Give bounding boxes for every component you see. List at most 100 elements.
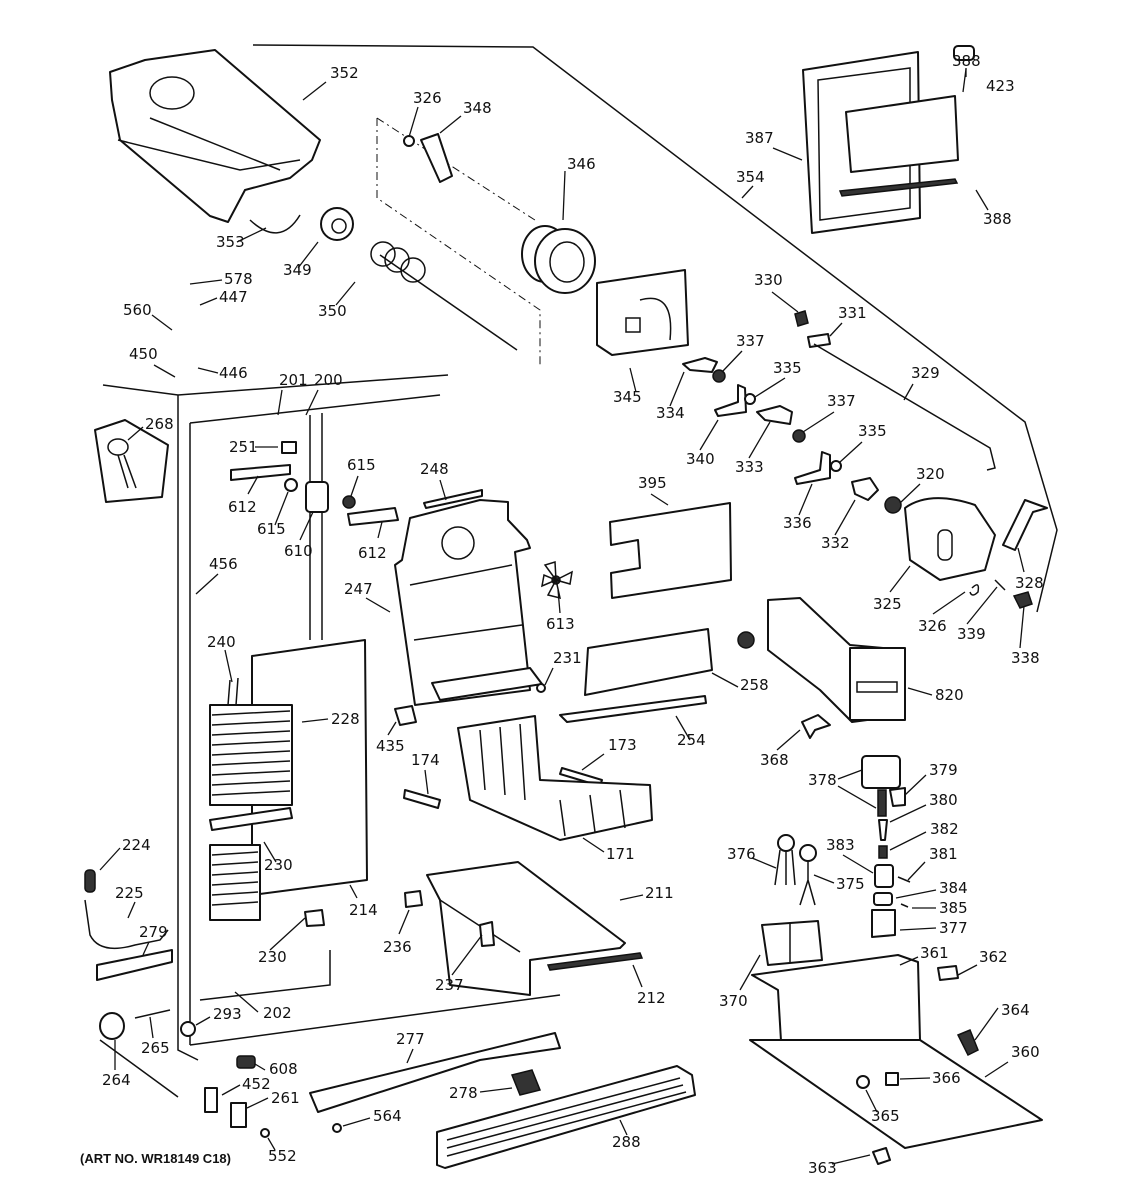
- rail-277[interactable]: [309, 1032, 561, 1113]
- part-label-346[interactable]: 346: [567, 155, 596, 173]
- part-label-237[interactable]: 237: [435, 976, 464, 994]
- part-label-360[interactable]: 360: [1011, 1043, 1040, 1061]
- part-label-615a[interactable]: 615: [257, 520, 286, 538]
- rail-174[interactable]: [403, 789, 441, 809]
- drip-tray[interactable]: [749, 1039, 1043, 1149]
- hinge-293[interactable]: [180, 1021, 196, 1037]
- switch-376[interactable]: [774, 834, 796, 886]
- part-label-820[interactable]: 820: [935, 686, 964, 704]
- part-label-247[interactable]: 247: [344, 580, 373, 598]
- part-label-330[interactable]: 330: [754, 271, 783, 289]
- knob-615b[interactable]: [342, 495, 356, 509]
- bottom-cover-254[interactable]: [559, 695, 707, 723]
- gear-336[interactable]: [794, 451, 831, 485]
- washer[interactable]: [403, 135, 415, 147]
- roller-264[interactable]: [99, 1012, 125, 1040]
- part-label-352[interactable]: 352: [330, 64, 359, 82]
- part-label-354[interactable]: 354: [736, 168, 765, 186]
- ice-maker-assembly[interactable]: [737, 597, 906, 723]
- part-label-612a[interactable]: 612: [228, 498, 257, 516]
- stop-236[interactable]: [404, 890, 423, 908]
- part-label-365[interactable]: 365: [871, 1107, 900, 1125]
- cap-384[interactable]: [873, 892, 893, 906]
- part-label-278[interactable]: 278: [449, 1084, 478, 1102]
- part-label-333[interactable]: 333: [735, 458, 764, 476]
- screw-564[interactable]: [332, 1123, 342, 1133]
- part-label-325[interactable]: 325: [873, 595, 902, 613]
- part-label-200[interactable]: 200: [314, 371, 343, 389]
- cover-379[interactable]: [889, 787, 906, 807]
- dispenser-plug[interactable]: [953, 45, 975, 61]
- auger-bracket[interactable]: [596, 269, 689, 356]
- part-label-335a[interactable]: 335: [773, 359, 802, 377]
- spring-337[interactable]: [712, 369, 726, 383]
- retainer-326b[interactable]: [969, 584, 980, 596]
- part-label-361[interactable]: 361: [920, 944, 949, 962]
- part-label-578[interactable]: 578: [224, 270, 253, 288]
- rail-279[interactable]: [96, 949, 173, 981]
- bracket-261[interactable]: [230, 1102, 247, 1128]
- evaporator-cover[interactable]: [609, 502, 732, 599]
- part-label-293[interactable]: 293: [213, 1005, 242, 1023]
- duct-cover[interactable]: [584, 628, 713, 696]
- part-label-248[interactable]: 248: [420, 460, 449, 478]
- wire-basket[interactable]: [457, 715, 653, 841]
- part-label-340[interactable]: 340: [686, 450, 715, 468]
- part-label-388a[interactable]: 388: [952, 52, 981, 70]
- bearing[interactable]: [320, 207, 354, 241]
- part-label-560[interactable]: 560: [123, 301, 152, 319]
- dispenser-housing[interactable]: [749, 954, 1043, 1149]
- auger-plate[interactable]: [420, 133, 453, 183]
- feeler-arm[interactable]: [813, 343, 996, 471]
- pan-stop-237[interactable]: [479, 921, 495, 947]
- dispenser-bar[interactable]: [838, 178, 959, 197]
- cam-332[interactable]: [851, 477, 879, 501]
- part-label-612b[interactable]: 612: [358, 544, 387, 562]
- part-label-450[interactable]: 450: [129, 345, 158, 363]
- part-label-377[interactable]: 377: [939, 919, 968, 937]
- heater-230[interactable]: [209, 807, 293, 831]
- part-label-395[interactable]: 395: [638, 474, 667, 492]
- solenoid-378[interactable]: [861, 755, 901, 817]
- ice-maker-motor-cover[interactable]: [904, 497, 996, 581]
- part-label-173[interactable]: 173: [608, 736, 637, 754]
- part-label-456[interactable]: 456: [209, 555, 238, 573]
- knob-615a[interactable]: [284, 478, 298, 492]
- part-label-320[interactable]: 320: [916, 465, 945, 483]
- part-label-375[interactable]: 375: [836, 875, 865, 893]
- part-label-258[interactable]: 258: [740, 676, 769, 694]
- part-label-381[interactable]: 381: [929, 845, 958, 863]
- part-label-331[interactable]: 331: [838, 304, 867, 322]
- switch-375[interactable]: [799, 844, 817, 906]
- part-label-364[interactable]: 364: [1001, 1001, 1030, 1019]
- cam-333[interactable]: [756, 405, 793, 425]
- part-label-228[interactable]: 228: [331, 710, 360, 728]
- part-label-268[interactable]: 268: [145, 415, 174, 433]
- coupler-320[interactable]: [884, 496, 902, 514]
- part-label-212[interactable]: 212: [637, 989, 666, 1007]
- part-label-382[interactable]: 382: [930, 820, 959, 838]
- part-label-236[interactable]: 236: [383, 938, 412, 956]
- part-label-345[interactable]: 345: [613, 388, 642, 406]
- part-label-326[interactable]: 326: [413, 89, 442, 107]
- part-label-261[interactable]: 261: [271, 1089, 300, 1107]
- spring-382[interactable]: [878, 845, 888, 859]
- evaporator[interactable]: [209, 704, 293, 921]
- pad-365[interactable]: [856, 1075, 870, 1089]
- part-label-362[interactable]: 362: [979, 948, 1008, 966]
- part-label-334[interactable]: 334: [656, 404, 685, 422]
- switch-connector[interactable]: [807, 333, 831, 348]
- part-label-564[interactable]: 564: [373, 1107, 402, 1125]
- bucket-rod[interactable]: [249, 214, 301, 234]
- axle-265[interactable]: [134, 1009, 171, 1019]
- bushing-383[interactable]: [874, 864, 894, 888]
- part-label-435[interactable]: 435: [376, 737, 405, 755]
- part-label-225[interactable]: 225: [115, 884, 144, 902]
- bracket-612a[interactable]: [230, 464, 291, 481]
- part-label-452[interactable]: 452: [242, 1075, 271, 1093]
- bumper-363[interactable]: [872, 1147, 891, 1165]
- part-label-552[interactable]: 552: [268, 1147, 297, 1165]
- pan-handle[interactable]: [546, 952, 644, 971]
- actuator-364[interactable]: [956, 1029, 979, 1057]
- washer-335b[interactable]: [830, 460, 842, 472]
